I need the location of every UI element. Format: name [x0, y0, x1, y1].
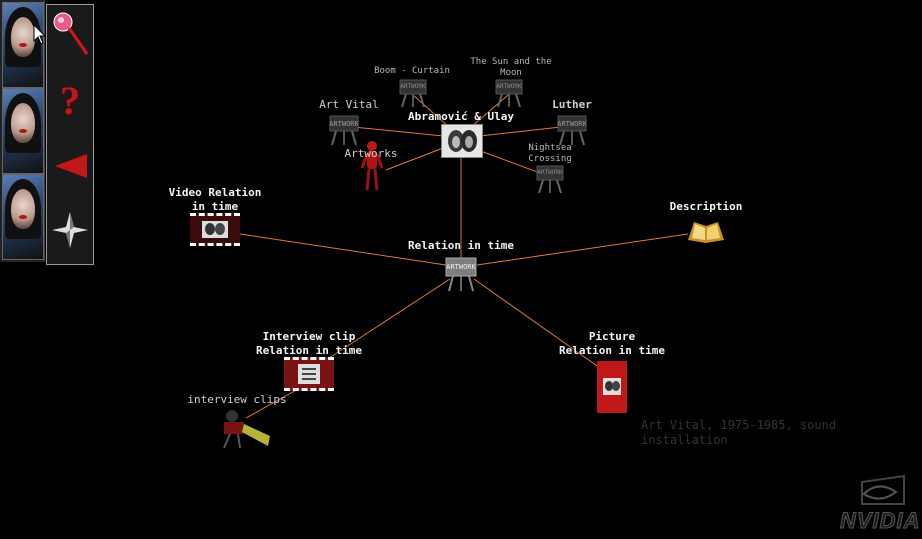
edge-hub-interview: [322, 278, 451, 363]
artwork-node-artvital[interactable]: ARTWORK: [328, 114, 360, 146]
thumbnail-1[interactable]: [2, 2, 44, 88]
nvidia-eye-icon: [861, 474, 905, 505]
open-book-icon: [688, 222, 724, 243]
center-node-label: Abramović & Ulay: [408, 110, 514, 123]
help-icon[interactable]: ?: [51, 75, 89, 125]
artwork-badge: ARTWORK: [496, 83, 522, 90]
thumbnail-2[interactable]: [2, 88, 44, 174]
artwork-badge: ARTWORK: [537, 169, 563, 176]
back-arrow-icon[interactable]: [51, 141, 89, 191]
artwork-label-nightsea: Nightsea Crossing: [528, 143, 572, 164]
interview-clips-label: interview clips: [187, 393, 287, 406]
interview-clip-label: Interview clip Relation in time: [256, 330, 362, 357]
hub-node-label: Relation in time: [408, 239, 514, 252]
artwork-label-sun: The Sun and the Moon: [470, 57, 552, 78]
red-figure-icon: [360, 141, 384, 191]
nvidia-logo-text: NVIDIA: [840, 508, 921, 534]
edge-center-sun: [469, 94, 509, 129]
artwork-node-boom[interactable]: ARTWORK: [398, 78, 428, 108]
left-toolbar: ?: [0, 0, 94, 265]
edge-center-nightsea: [477, 149, 549, 177]
edge-center-artvital: [342, 125, 444, 137]
help-glyph: ?: [60, 77, 80, 123]
video-relation-label: Video Relation in time: [168, 186, 262, 213]
thumbnail-3[interactable]: [2, 174, 44, 260]
picture-photo-icon: [603, 378, 621, 395]
easel-icon: [495, 79, 523, 108]
easel-icon: [399, 79, 427, 108]
picture-label: Picture Relation in time: [559, 330, 665, 357]
edge-center-artworks: [385, 147, 444, 171]
ghost-text: Art Vital, 1975-1985, sound installation: [641, 418, 837, 447]
easel-icon: [536, 165, 564, 194]
easel-icon: [329, 115, 359, 146]
thumbnail-strip: [0, 0, 45, 262]
video-relation-node[interactable]: [190, 213, 240, 246]
hub-node[interactable]: ARTWORK: [445, 256, 477, 292]
hub-badge: ARTWORK: [446, 263, 476, 271]
film-strip-icon: [298, 364, 320, 384]
mouse-cursor-icon: [33, 24, 47, 45]
artwork-node-nightsea[interactable]: ARTWORK: [535, 164, 565, 194]
edge-hub-description: [476, 233, 689, 266]
artwork-label-artvital: Art Vital: [319, 98, 379, 111]
movie-camera-icon: [223, 410, 270, 449]
artwork-badge: ARTWORK: [400, 83, 426, 90]
artwork-node-luther[interactable]: ARTWORK: [556, 114, 588, 146]
portrait-photo-icon: [442, 125, 482, 157]
edge-interview-clips: [245, 387, 301, 419]
artwork-label-boom: Boom - Curtain: [374, 66, 450, 76]
easel-icon: [445, 257, 477, 292]
artwork-label-luther: Luther: [552, 98, 592, 111]
edge-center-luther: [479, 125, 571, 137]
artwork-badge: ARTWORK: [329, 120, 359, 128]
artworks-figure-node[interactable]: [360, 140, 384, 192]
center-node[interactable]: [441, 124, 483, 158]
edge-center-boom: [412, 94, 451, 129]
interview-clips-node[interactable]: [220, 408, 274, 450]
artwork-node-sun[interactable]: ARTWORK: [494, 78, 524, 108]
edge-hub-video: [239, 233, 447, 266]
description-label: Description: [669, 200, 743, 213]
edge-hub-picture: [473, 278, 601, 369]
tool-column: ?: [46, 4, 94, 265]
nvidia-logo: NVIDIA: [838, 474, 920, 534]
star-compass-icon[interactable]: [51, 205, 89, 255]
easel-icon: [557, 115, 587, 146]
interview-clip-node[interactable]: [284, 357, 334, 391]
magnifier-lollipop-icon[interactable]: [51, 9, 89, 59]
description-node[interactable]: [686, 218, 726, 244]
artworks-figure-label: Artworks: [344, 147, 398, 160]
picture-node[interactable]: [597, 361, 627, 413]
film-strip-icon: [202, 221, 228, 238]
artwork-badge: ARTWORK: [557, 120, 587, 128]
